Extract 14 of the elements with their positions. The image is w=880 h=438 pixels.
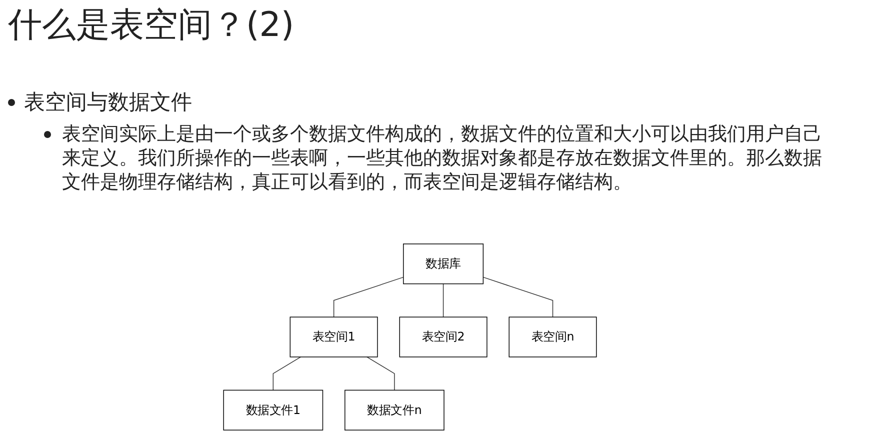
bullet-paragraph: 表空间实际上是由一个或多个数据文件构成的，数据文件的位置和大小可以由我们用户自己来定义。我们所操作的一些表啊，一些其他的数据对象都是存放在数据文件里的。那么数据文件是物理存储结构，真正可以看到的，而表空间是逻辑存储结构。	[62, 122, 822, 194]
node-box: 表空间n	[508, 316, 597, 358]
bullet-heading: 表空间与数据文件	[24, 89, 192, 116]
node-box: 数据文件n	[344, 390, 444, 430]
node-box: 数据文件1	[223, 390, 324, 430]
connector	[272, 356, 302, 391]
connector	[482, 276, 554, 318]
node-box: 数据库	[403, 244, 484, 284]
slide-title: 什么是表空间？(2)	[8, 4, 294, 47]
node-box: 表空间1	[290, 316, 378, 358]
connector	[333, 276, 404, 318]
connector	[366, 356, 395, 391]
connector	[442, 283, 444, 318]
node-box: 表空间2	[399, 316, 488, 358]
